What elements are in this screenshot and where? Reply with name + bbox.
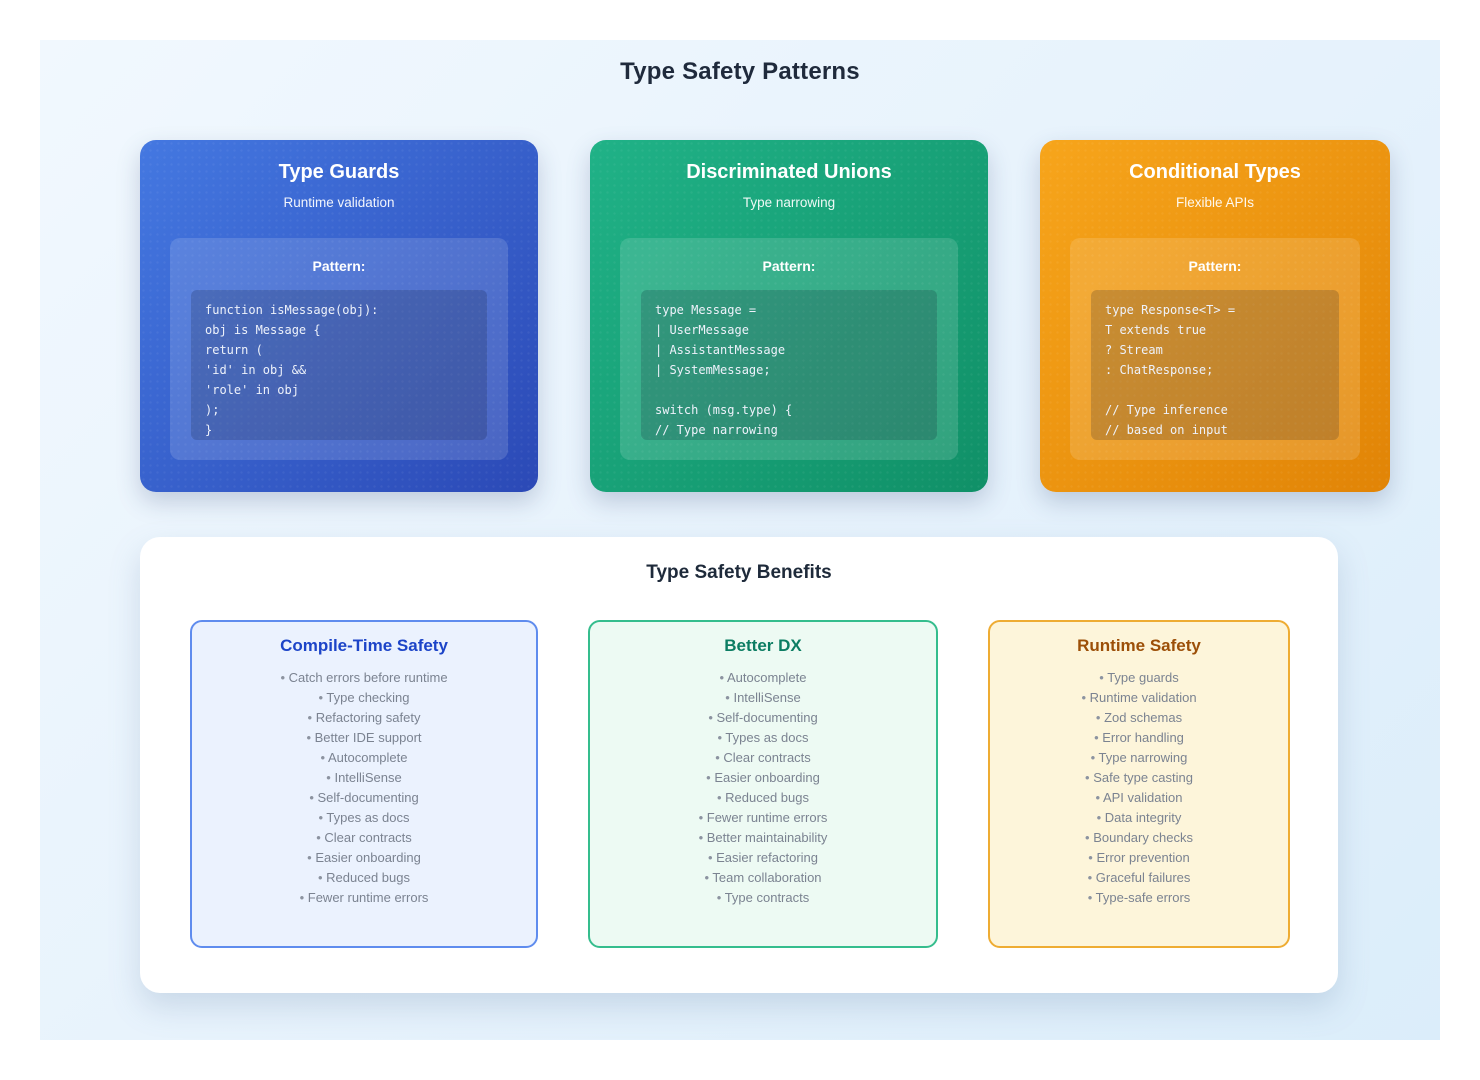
- benefit-item: Better maintainability: [590, 828, 936, 848]
- code-line: ? Stream: [1105, 343, 1163, 357]
- benefit-item: Clear contracts: [590, 748, 936, 768]
- card-subtitle: Type narrowing: [742, 195, 836, 210]
- benefit-item: Types as docs: [192, 808, 536, 828]
- benefit-item: Autocomplete: [590, 668, 936, 688]
- benefit-list: AutocompleteIntelliSenseSelf-documenting…: [590, 668, 936, 908]
- code-line: type Message =: [655, 303, 757, 317]
- benefit-item: Easier onboarding: [192, 848, 536, 868]
- benefit-item: IntelliSense: [590, 688, 936, 708]
- code-line: : ChatResponse;: [1105, 363, 1214, 377]
- benefit-item: Type contracts: [590, 888, 936, 908]
- benefits-panel: Type Safety Benefits Compile-Time Safety…: [140, 537, 1338, 993]
- pattern-label: Pattern:: [1188, 258, 1242, 274]
- infographic-canvas: Type Safety Patterns Type Guards Runtime…: [40, 40, 1440, 1040]
- benefit-item: Fewer runtime errors: [590, 808, 936, 828]
- benefit-boxes-row: Compile-Time Safety Catch errors before …: [190, 620, 1290, 948]
- pattern-label: Pattern:: [762, 258, 816, 274]
- pattern-card-discriminated-unions: Discriminated Unions Type narrowing Patt…: [590, 140, 988, 492]
- code-line: function isMessage(obj):: [205, 303, 379, 317]
- benefit-item: Clear contracts: [192, 828, 536, 848]
- benefit-box-title: Runtime Safety: [1077, 636, 1201, 655]
- benefit-item: Refactoring safety: [192, 708, 536, 728]
- benefit-box-title: Better DX: [724, 636, 802, 655]
- code-line: 'id' in obj &&: [205, 363, 307, 377]
- benefits-title: Type Safety Benefits: [646, 562, 832, 583]
- card-title: Conditional Types: [1129, 161, 1301, 183]
- benefit-item: Reduced bugs: [192, 868, 536, 888]
- benefit-item: Better IDE support: [192, 728, 536, 748]
- code-line: [655, 380, 923, 400]
- benefit-item: Error handling: [990, 728, 1288, 748]
- benefit-item: IntelliSense: [192, 768, 536, 788]
- benefit-box-title: Compile-Time Safety: [280, 636, 448, 655]
- benefit-box-compile-time-safety: Compile-Time Safety Catch errors before …: [190, 620, 538, 948]
- benefit-item: Easier onboarding: [590, 768, 936, 788]
- code-line: | SystemMessage;: [655, 363, 771, 377]
- benefit-box-runtime-safety: Runtime Safety Type guardsRuntime valida…: [988, 620, 1290, 948]
- benefit-item: Reduced bugs: [590, 788, 936, 808]
- benefit-item: Catch errors before runtime: [192, 668, 536, 688]
- benefit-item: Easier refactoring: [590, 848, 936, 868]
- code-snippet: function isMessage(obj): obj is Message {…: [191, 290, 487, 440]
- code-line: return (: [205, 343, 263, 357]
- benefit-item: Data integrity: [990, 808, 1288, 828]
- benefit-item: Zod schemas: [990, 708, 1288, 728]
- code-line: }: [205, 423, 213, 437]
- pattern-cards-row: Type Guards Runtime validation Pattern: …: [140, 140, 1390, 492]
- benefit-item: API validation: [990, 788, 1288, 808]
- page-title: Type Safety Patterns: [620, 58, 860, 85]
- code-snippet: type Response<T> = T extends true ? Stream…: [1091, 290, 1339, 440]
- pattern-card-type-guards: Type Guards Runtime validation Pattern: …: [140, 140, 538, 492]
- benefit-item: Graceful failures: [990, 868, 1288, 888]
- code-line: // Type narrowing: [655, 423, 778, 437]
- code-snippet: type Message = | UserMessage | AssistantMe…: [641, 290, 937, 440]
- benefit-list: Type guardsRuntime validationZod schemas…: [990, 668, 1288, 908]
- pattern-card-conditional-types: Conditional Types Flexible APIs Pattern:…: [1040, 140, 1390, 492]
- code-line: // based on input: [1105, 423, 1228, 437]
- benefit-item: Team collaboration: [590, 868, 936, 888]
- code-line: T extends true: [1105, 323, 1207, 337]
- benefit-item: Runtime validation: [990, 688, 1288, 708]
- code-line: | UserMessage: [655, 323, 749, 337]
- benefit-item: Error prevention: [990, 848, 1288, 868]
- card-title: Type Guards: [278, 161, 400, 183]
- code-line: 'role' in obj: [205, 383, 299, 397]
- code-line: type Response<T> =: [1105, 303, 1236, 317]
- benefit-list: Catch errors before runtimeType checking…: [192, 668, 536, 908]
- pattern-box: Pattern: type Message = | UserMessage | As…: [620, 238, 958, 460]
- code-line: obj is Message {: [205, 323, 321, 337]
- benefit-item: Types as docs: [590, 728, 936, 748]
- pattern-label: Pattern:: [312, 258, 366, 274]
- benefit-item: Type narrowing: [990, 748, 1288, 768]
- benefit-item: Boundary checks: [990, 828, 1288, 848]
- code-line: [1105, 380, 1325, 400]
- benefit-item: Type-safe errors: [990, 888, 1288, 908]
- benefit-item: Self-documenting: [192, 788, 536, 808]
- card-subtitle: Runtime validation: [283, 195, 395, 210]
- pattern-box: Pattern: function isMessage(obj): obj is …: [170, 238, 508, 460]
- card-title: Discriminated Unions: [686, 161, 892, 183]
- code-line: | AssistantMessage: [655, 343, 786, 357]
- benefit-item: Fewer runtime errors: [192, 888, 536, 908]
- benefit-item: Autocomplete: [192, 748, 536, 768]
- code-line: );: [205, 403, 220, 417]
- benefit-box-better-dx: Better DX AutocompleteIntelliSenseSelf-d…: [588, 620, 938, 948]
- benefit-item: Self-documenting: [590, 708, 936, 728]
- code-line: // Type inference: [1105, 403, 1228, 417]
- benefit-item: Type guards: [990, 668, 1288, 688]
- pattern-box: Pattern: type Response<T> = T extends tru…: [1070, 238, 1360, 460]
- code-line: switch (msg.type) {: [655, 403, 793, 417]
- card-subtitle: Flexible APIs: [1175, 195, 1255, 210]
- benefit-item: Type checking: [192, 688, 536, 708]
- benefit-item: Safe type casting: [990, 768, 1288, 788]
